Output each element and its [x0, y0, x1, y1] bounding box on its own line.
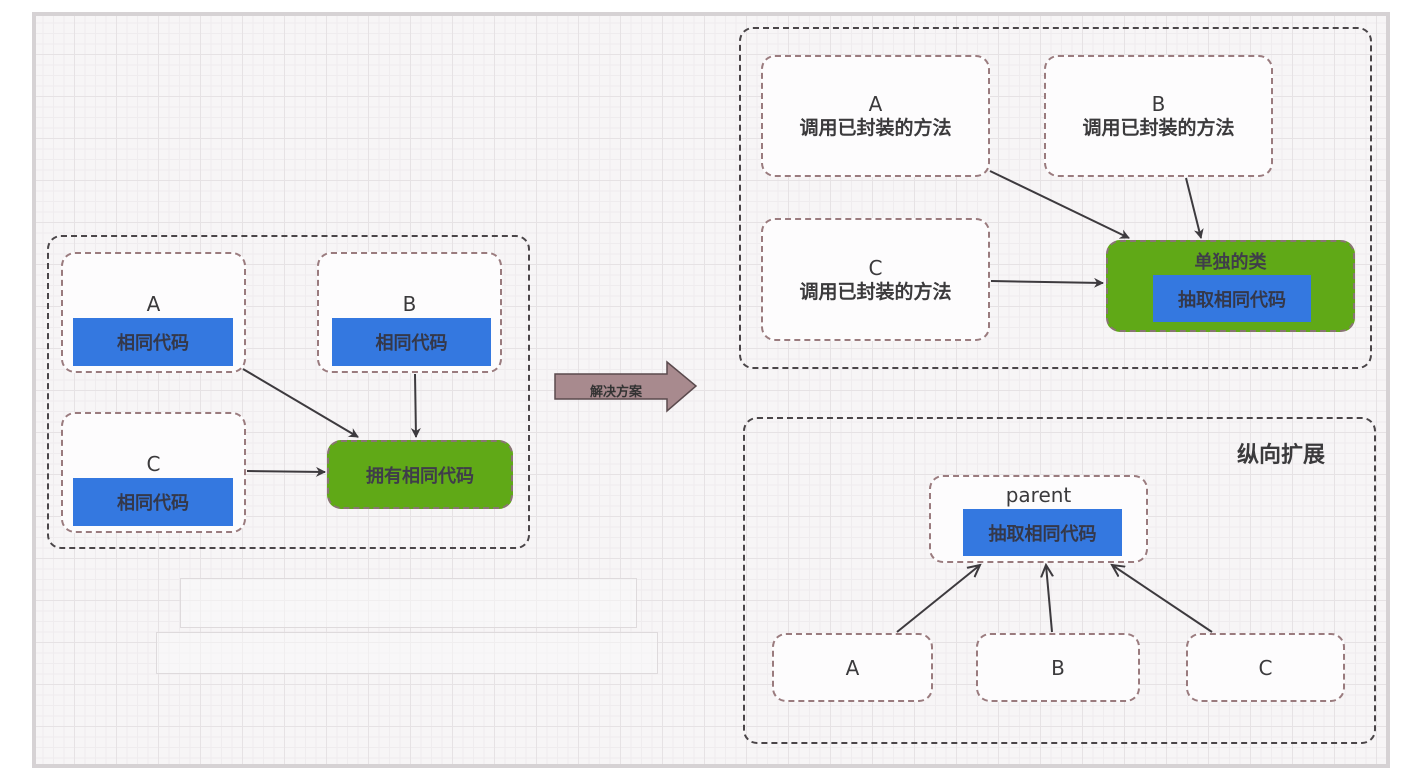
child-node-b-title: B: [1051, 655, 1065, 680]
child-node-c[interactable]: C: [1186, 633, 1345, 702]
left-node-c-title: C: [146, 452, 161, 476]
right-top-target-title: 单独的类: [1194, 252, 1267, 273]
right-top-group: [739, 27, 1372, 369]
right-top-node-b-subtitle: 调用已封装的方法: [1082, 117, 1235, 139]
child-node-a[interactable]: A: [772, 633, 933, 702]
right-top-node-a-title: A: [868, 92, 883, 116]
child-node-c-title: C: [1258, 655, 1273, 680]
left-shared-node[interactable]: 拥有相同代码: [327, 440, 513, 509]
ghost-table-top: [180, 578, 637, 628]
arrow-child-c-to-parent: [1112, 565, 1213, 633]
right-top-node-a[interactable]: A 调用已封装的方法: [761, 55, 990, 177]
arrow-left-c-to-shared: [246, 466, 326, 477]
right-top-node-c-subtitle: 调用已封装的方法: [799, 280, 952, 303]
left-node-a-code: 相同代码: [73, 318, 233, 366]
right-top-target-code: 抽取相同代码: [1153, 275, 1311, 322]
arrow-left-a-to-shared: [242, 368, 359, 438]
parent-node-title: parent: [1005, 483, 1072, 507]
arrow-right-a-to-target: [989, 170, 1130, 239]
right-top-node-b[interactable]: B 调用已封装的方法: [1044, 55, 1273, 177]
right-bottom-heading: 纵向扩展: [1237, 443, 1326, 468]
arrow-right-b-to-target: [1185, 177, 1204, 239]
left-node-a-title: A: [146, 292, 161, 316]
left-node-b-code: 相同代码: [332, 318, 491, 366]
right-top-node-b-title: B: [1151, 92, 1166, 116]
parent-node-code: 抽取相同代码: [963, 509, 1122, 556]
arrow-right-c-to-target: [990, 277, 1104, 288]
arrow-left-b-to-shared: [410, 373, 421, 438]
right-top-node-c[interactable]: C 调用已封装的方法: [761, 218, 990, 341]
right-top-node-a-subtitle: 调用已封装的方法: [799, 117, 952, 139]
left-group: [47, 235, 530, 549]
right-top-node-c-title: C: [868, 255, 883, 280]
right-bottom-group: [743, 417, 1376, 744]
left-shared-label: 拥有相同代码: [366, 465, 474, 487]
ghost-table-bottom: [156, 632, 658, 674]
child-node-b[interactable]: B: [976, 633, 1140, 702]
left-node-c-code: 相同代码: [73, 478, 233, 526]
arrow-child-a-to-parent: [896, 565, 980, 633]
arrow-child-b-to-parent: [1046, 565, 1052, 633]
transition-arrow-label: 解决方案: [590, 385, 643, 400]
child-node-a-title: A: [845, 655, 860, 680]
transition-arrow-icon: [554, 360, 698, 413]
left-node-b-title: B: [402, 292, 417, 316]
